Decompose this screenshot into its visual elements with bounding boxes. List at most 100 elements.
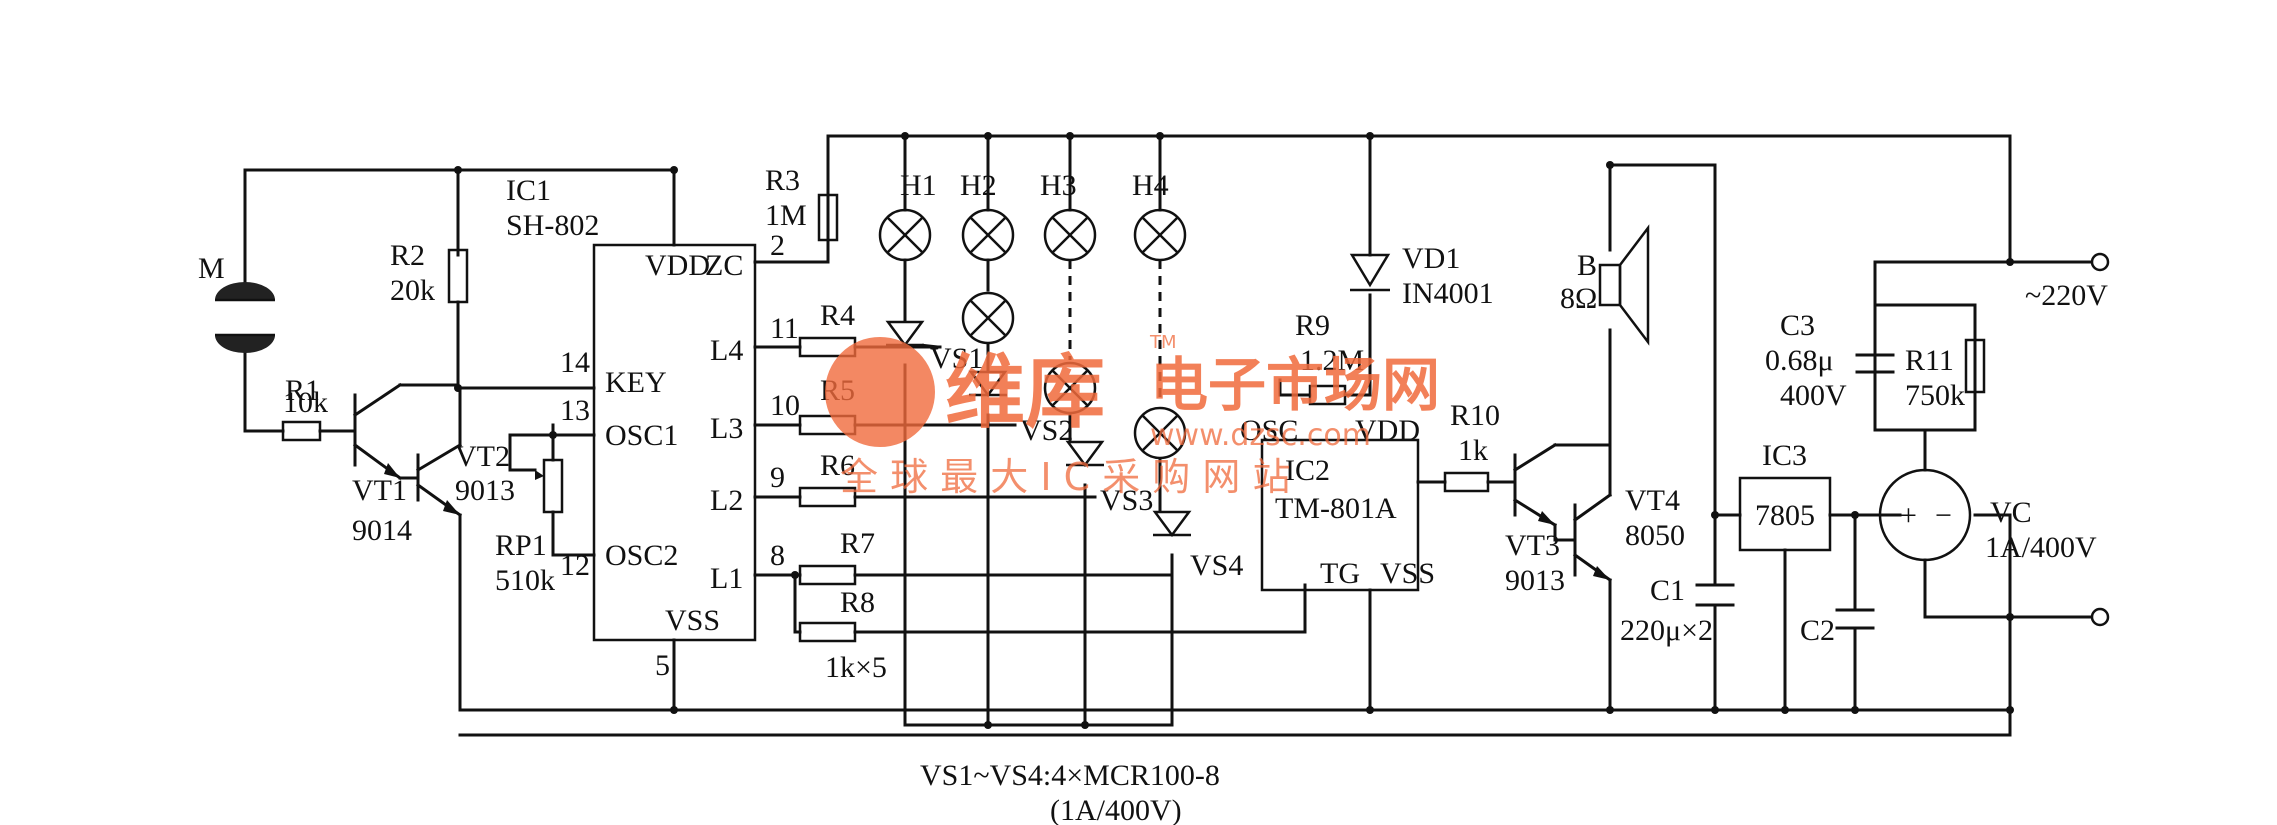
label-vt2-type: 9013 [455, 474, 515, 507]
label-r-group-val: 1k×5 [825, 651, 887, 684]
pin-num-2: 2 [770, 229, 785, 262]
label-r7: R7 [840, 527, 875, 560]
label-c1-val: 220μ×2 [1620, 614, 1713, 647]
resistor-r10 [1443, 471, 1490, 493]
pin-l1: L1 [710, 562, 743, 595]
label-vd1: VD1 [1402, 242, 1460, 275]
lamp-h4 [1133, 208, 1187, 262]
label-h3: H3 [1040, 169, 1077, 202]
ic1-chip [592, 243, 757, 642]
mains-terminal-bottom [2090, 607, 2110, 627]
label-c3: C3 [1780, 309, 1815, 342]
label-r9: R9 [1295, 309, 1330, 342]
scr-vs4 [1152, 510, 1192, 538]
label-rp1-val: 510k [495, 564, 555, 597]
label-ic2-type: TM-801A [1275, 492, 1397, 525]
label-r11-val: 750k [1905, 379, 1965, 412]
junctions [454, 132, 2014, 729]
diode-vd1 [1349, 253, 1391, 292]
transistor-vt1 [384, 463, 400, 478]
pin-l4: L4 [710, 334, 743, 367]
label-r4: R4 [820, 299, 855, 332]
label-ic1-type: SH-802 [506, 209, 599, 242]
label-vs3: VS3 [1100, 484, 1153, 517]
label-mic: M [198, 252, 225, 285]
label-ic2-tg: TG [1320, 557, 1360, 590]
label-r1: R1 [285, 374, 320, 407]
pin-key: KEY [605, 366, 667, 399]
capacitor-c2 [1835, 608, 1875, 630]
bridge-minus: − [1935, 499, 1952, 532]
label-r11: R11 [1905, 344, 1954, 377]
potentiometer-rp1 [535, 458, 564, 514]
label-scr-note2: (1A/400V) [1050, 794, 1182, 825]
resistor-r9 [1308, 384, 1347, 406]
label-ic3-type: 7805 [1755, 499, 1815, 532]
label-speaker: B [1577, 249, 1597, 282]
pin-l2: L2 [710, 484, 743, 517]
scr-vs2 [968, 370, 1008, 398]
labels: M R1 10k 10k R2 20k VT1 9014 VT2 9013 RP… [198, 164, 2108, 825]
ic3-regulator [1738, 476, 1832, 552]
label-vc-val: 1A/400V [1985, 531, 2097, 564]
label-r9-val: 1.2M [1300, 344, 1364, 377]
bridge-rectifier-vc [1878, 468, 1972, 562]
pin-num-12: 12 [560, 549, 590, 582]
resistor-r6 [798, 486, 857, 508]
bridge-plus: + [1900, 499, 1917, 532]
label-ic2-osc: OSC [1240, 414, 1298, 447]
mains-terminal-top [2090, 252, 2110, 272]
pin-num-11: 11 [770, 312, 799, 345]
label-vt4-type: 8050 [1625, 519, 1685, 552]
label-ic2-vdd: VDD [1355, 414, 1420, 447]
label-c2: C2 [1800, 614, 1835, 647]
label-h2: H2 [960, 169, 997, 202]
lamp-h1 [878, 208, 932, 262]
microphone-symbol [215, 282, 275, 353]
label-h4: H4 [1132, 169, 1169, 202]
label-ic2-vss: VSS [1380, 557, 1435, 590]
label-r1-value: 10k [283, 386, 328, 419]
label-c1: C1 [1650, 574, 1685, 607]
lamp-h2 [961, 208, 1015, 262]
pin-osc1: OSC1 [605, 419, 678, 452]
label-r6: R6 [820, 449, 855, 482]
watermark-logo-icon [825, 337, 935, 447]
label-rp1: RP1 [495, 529, 547, 562]
label-r3-val: 1M [765, 199, 807, 232]
pin-l3: L3 [710, 412, 743, 445]
ic2-chip [1260, 438, 1420, 592]
resistor-r1 [281, 420, 322, 442]
label-ic1: IC1 [506, 174, 551, 207]
lamp-h3 [1043, 208, 1097, 262]
resistor-r8 [798, 621, 857, 643]
transistor-vt2 [443, 500, 460, 515]
watermark-brand: 电子市场网 [1150, 351, 1440, 419]
label-r2: R2 [390, 239, 425, 272]
label-vt3: VT3 [1505, 529, 1560, 562]
pin-num-8: 8 [770, 539, 785, 572]
label-ic2: IC2 [1285, 454, 1330, 487]
label-ic3: IC3 [1762, 439, 1807, 472]
pin-osc2: OSC2 [605, 539, 678, 572]
pin-vss: VSS [665, 604, 720, 637]
label-vs1: VS1 [930, 342, 983, 375]
label-r10-val: 1k [1458, 434, 1488, 467]
label-vt4: VT4 [1625, 484, 1680, 517]
pin-zc: ZC [705, 249, 743, 282]
speaker-symbol [1598, 224, 1650, 346]
lamp-h4-b [1133, 406, 1187, 460]
resistor-r7 [798, 564, 857, 586]
watermark-logo-text: 维库 [945, 346, 1105, 439]
pin-num-9: 9 [770, 461, 785, 494]
pin-vdd: VDD [645, 249, 710, 282]
label-r2-val: 20k [390, 274, 435, 307]
label-scr-note1: VS1~VS4:4×MCR100-8 [920, 759, 1220, 792]
label-speaker-val: 8Ω [1560, 282, 1597, 315]
label-r8: R8 [840, 586, 875, 619]
resistor-r2 [447, 248, 469, 304]
pin-num-13: 13 [560, 394, 590, 427]
transistor-vt4 [1593, 566, 1610, 580]
resistor-r11 [1964, 338, 1986, 394]
